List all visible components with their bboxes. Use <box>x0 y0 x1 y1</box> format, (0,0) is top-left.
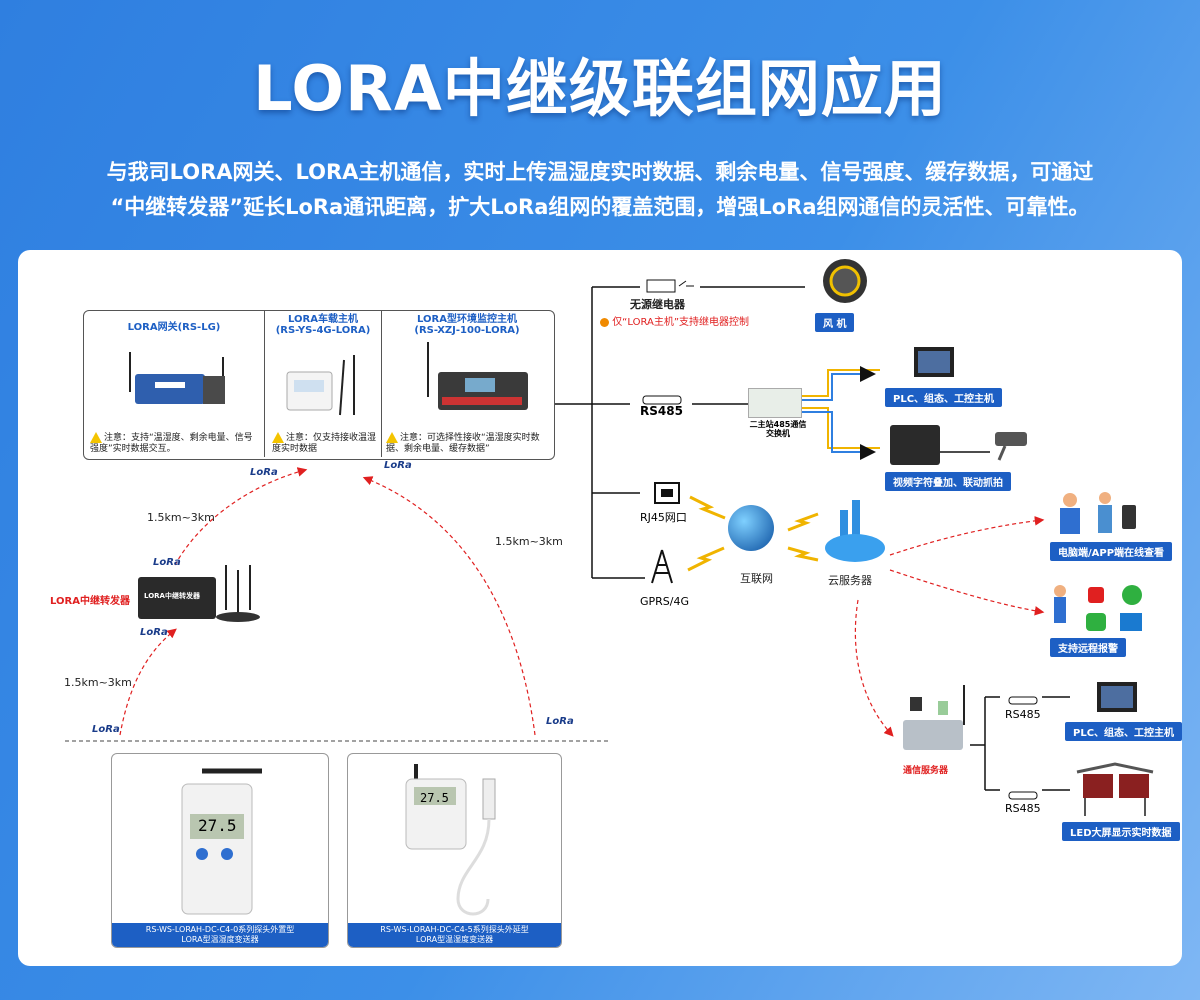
rs485-port-icon <box>1008 785 1038 800</box>
rs485-label: RS485 <box>1005 708 1041 721</box>
monitor-note: 注意：可选择性接收“温湿度实时数据、剩余电量、缓存数据” <box>386 432 540 454</box>
switch-image <box>748 388 802 418</box>
warning-icon <box>386 432 398 443</box>
alarm-label: 支持远程报警 <box>1050 638 1126 657</box>
gateway-image <box>115 352 235 412</box>
monitor-model: (RS-XZJ-100-LORA) <box>414 325 520 336</box>
gateway-title: LORA网关(RS-LG) <box>127 322 221 333</box>
product-card: 27.5 RS-WS-LORAH-DC-C4-0系列探头外置型 LORA型温湿度… <box>111 753 329 948</box>
warning-icon <box>272 432 284 443</box>
pc-app-label: 电脑端/APP端在线查看 <box>1050 542 1173 561</box>
comm-server-label: 通信服务器 <box>903 766 949 776</box>
dot-icon <box>600 317 609 327</box>
rs485-label: RS485 <box>1005 802 1041 815</box>
lcd-reading: 27.5 <box>420 791 449 805</box>
relay-note: 仅“LORA主机”支持继电器控制 <box>600 313 749 328</box>
vehicle-host-image <box>282 350 372 420</box>
env-monitor-image <box>410 342 530 417</box>
plc-label: PLC、组态、工控主机 <box>1065 722 1183 741</box>
rs485-label: RS485 <box>640 404 683 418</box>
vehicle-model: (RS-YS-4G-LORA) <box>275 325 371 336</box>
internet-label: 互联网 <box>740 572 773 585</box>
product-caption-line1: RS-WS-LORAH-DC-C4-5系列探头外延型 <box>380 925 529 934</box>
fan-label: 风 机 <box>815 313 855 332</box>
rs485-port-icon <box>642 390 682 405</box>
plc-label: PLC、组态、工控主机 <box>885 388 1003 407</box>
repeater-device-image: LORA中继转发器 <box>136 565 266 635</box>
gateway-note: 注意：支持“温湿度、剩余电量、信号强度”实时数据交互。 <box>90 432 253 454</box>
product-caption-line1: RS-WS-LORAH-DC-C4-0系列探头外置型 <box>145 925 295 934</box>
lora-icon: LoRa <box>92 724 120 735</box>
led-label: LED大屏显示实时数据 <box>1062 822 1180 841</box>
relay-label: 无源继电器 <box>630 298 685 311</box>
product-caption-line2: LORA型温湿度变送器 <box>181 935 259 944</box>
divider <box>381 311 382 457</box>
repeater-device-text: LORA中继转发器 <box>144 592 200 600</box>
warning-icon <box>90 432 102 443</box>
lora-icon: LoRa <box>250 467 278 478</box>
product-caption-line2: LORA型温湿度变送器 <box>415 935 494 944</box>
led-screen-image <box>1075 762 1155 817</box>
gprs-label: GPRS/4G <box>640 595 690 608</box>
vehicle-note: 注意：仅支持接收温湿度实时数据 <box>272 432 377 454</box>
distance-label: 1.5km~3km <box>64 676 132 689</box>
lora-icon: LoRa <box>140 627 168 638</box>
lora-icon: LoRa <box>546 716 574 727</box>
globe-icon <box>728 505 774 551</box>
product-card: 27.5 RS-WS-LORAH-DC-C4-5系列探头外延型 LORA型温湿度… <box>347 753 562 948</box>
product-caption: RS-WS-LORAH-DC-C4-5系列探头外延型 LORA型温湿度变送器 <box>348 923 561 947</box>
monitor-title: LORA型环境监控主机 <box>417 314 517 325</box>
switch-label: 二主站485通信交换机 <box>749 420 807 438</box>
lora-icon: LoRa <box>153 557 181 568</box>
distance-label: 1.5km~3km <box>147 511 215 524</box>
repeater-label: LORA中继转发器 <box>50 596 130 607</box>
antenna-tower-icon <box>650 545 674 585</box>
video-overlay-image <box>890 425 940 465</box>
monitor-screen-image <box>912 345 962 385</box>
divider <box>264 311 265 457</box>
alarm-image <box>1050 583 1145 635</box>
rs485-port-icon <box>1008 690 1038 705</box>
cloud-label: 云服务器 <box>828 574 872 587</box>
lcd-reading: 27.5 <box>198 816 237 835</box>
users-image <box>1050 490 1145 540</box>
video-label: 视频字符叠加、联动抓拍 <box>885 472 1011 491</box>
distance-label: 1.5km~3km <box>495 535 563 548</box>
camera-image <box>985 428 1030 463</box>
intro-line-1: 与我司LORA网关、LORA主机通信，实时上传温湿度实时数据、剩余电量、信号强度… <box>106 160 1094 184</box>
comm-server-image <box>898 685 970 755</box>
rj45-label: RJ45网口 <box>640 511 687 524</box>
vehicle-title: LORA车载主机 <box>288 314 358 325</box>
relay-icon <box>646 278 696 293</box>
intro-line-2: “中继转发器”延长LoRa通讯距离，扩大LoRa组网的覆盖范围，增强LoRa组网… <box>110 195 1090 219</box>
plc-monitor-image <box>1095 680 1145 720</box>
lora-icon: LoRa <box>384 460 412 471</box>
page-title: LORA中继级联组网应用 <box>253 52 947 125</box>
product-caption: RS-WS-LORAH-DC-C4-0系列探头外置型 LORA型温湿度变送器 <box>112 923 328 947</box>
cloud-icon <box>820 498 890 568</box>
rj45-icon <box>654 482 680 504</box>
fan-image <box>815 255 875 310</box>
